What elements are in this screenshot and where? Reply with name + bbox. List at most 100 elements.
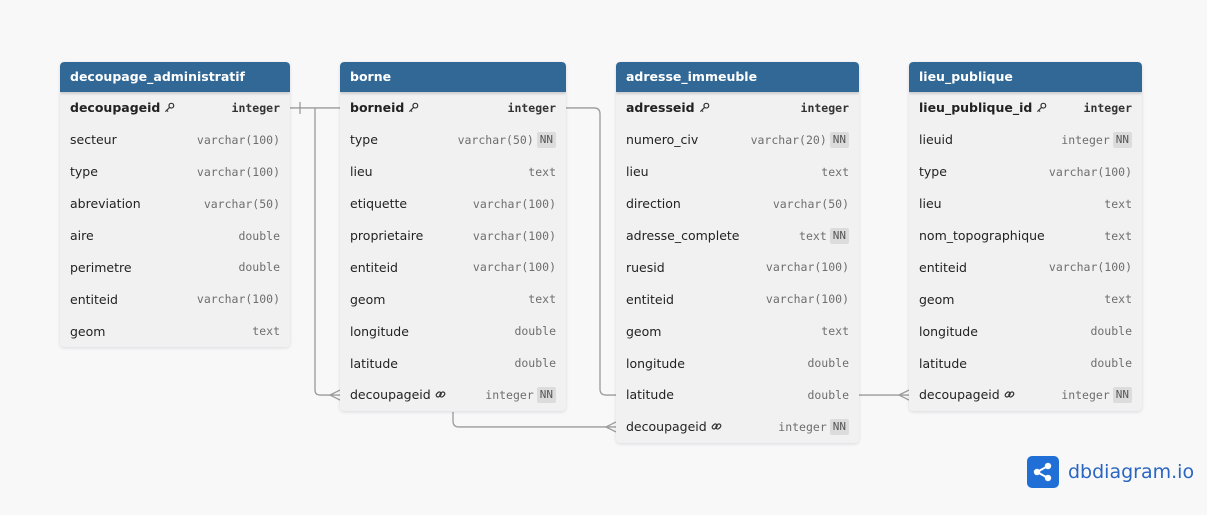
field-name: borneid bbox=[350, 100, 405, 116]
field-row-entiteid[interactable]: entiteid varchar(100) bbox=[60, 283, 290, 315]
field-row-type[interactable]: type varchar(100) bbox=[60, 156, 290, 188]
field-type: varchar(50) bbox=[457, 132, 534, 147]
field-type: varchar(100) bbox=[1048, 260, 1132, 275]
field-type: double bbox=[1090, 324, 1132, 339]
field-name: lieu bbox=[919, 196, 942, 212]
field-name: abreviation bbox=[70, 196, 141, 212]
field-type: text bbox=[252, 324, 280, 339]
field-type: double bbox=[807, 387, 849, 402]
field-type: varchar(100) bbox=[765, 292, 849, 307]
field-type: varchar(20) bbox=[750, 132, 827, 147]
field-name: entiteid bbox=[919, 259, 967, 275]
field-type: integer bbox=[778, 419, 827, 434]
field-type: text bbox=[528, 292, 556, 307]
brand-logo[interactable]: dbdiagram.io bbox=[1027, 456, 1194, 488]
field-name-cell: decoupageid bbox=[626, 419, 778, 434]
field-type: double bbox=[238, 260, 280, 275]
field-row-entiteid[interactable]: entiteid varchar(100) bbox=[909, 251, 1142, 283]
field-type: varchar(100) bbox=[196, 164, 280, 179]
field-name: lieuid bbox=[919, 132, 953, 148]
field-row-latitude[interactable]: latitude double bbox=[616, 379, 859, 411]
field-type: integer bbox=[800, 100, 849, 115]
field-type: varchar(100) bbox=[472, 228, 556, 243]
not-null-badge: NN bbox=[536, 386, 556, 403]
key-icon bbox=[1036, 102, 1047, 113]
field-type: varchar(100) bbox=[196, 292, 280, 307]
field-name-cell: entiteid bbox=[70, 292, 197, 307]
field-name-cell: etiquette bbox=[350, 196, 473, 211]
field-name-cell: geom bbox=[919, 292, 1104, 307]
field-name: lieu_publique_id bbox=[919, 100, 1033, 116]
many-marker bbox=[897, 389, 910, 401]
field-name-cell: lieu bbox=[919, 196, 1104, 211]
field-type: text bbox=[1104, 228, 1132, 243]
field-row-abreviation[interactable]: abreviation varchar(50) bbox=[60, 188, 290, 220]
field-name-cell: lieu bbox=[350, 164, 528, 179]
field-name: type bbox=[70, 164, 98, 180]
table-header[interactable]: adresse_immeuble bbox=[616, 62, 859, 92]
field-row-borneid[interactable]: borneid integer bbox=[340, 92, 566, 124]
table-header[interactable]: lieu_publique bbox=[909, 62, 1142, 92]
field-name-cell: decoupageid bbox=[350, 387, 485, 402]
field-name-cell: longitude bbox=[350, 324, 514, 339]
field-row-decoupageid[interactable]: decoupageid integer bbox=[60, 92, 290, 124]
field-name-cell: entiteid bbox=[919, 260, 1049, 275]
field-name: latitude bbox=[626, 387, 674, 403]
field-name-cell: lieu_publique_id bbox=[919, 100, 1084, 115]
key-icon bbox=[164, 102, 175, 113]
field-name: decoupageid bbox=[919, 387, 1000, 403]
field-row-latitude[interactable]: latitude double bbox=[909, 347, 1142, 379]
field-type: text bbox=[1104, 292, 1132, 307]
field-name: entiteid bbox=[70, 291, 118, 307]
field-name-cell: adresseid bbox=[626, 100, 801, 115]
table-decoupage-administratif[interactable]: decoupage_administratif decoupageid intege… bbox=[60, 62, 290, 348]
field-type: double bbox=[1090, 356, 1132, 371]
field-name: latitude bbox=[919, 355, 967, 371]
field-type: varchar(50) bbox=[203, 196, 280, 211]
field-name: decoupageid bbox=[70, 100, 161, 116]
field-type: double bbox=[514, 356, 556, 371]
table-header[interactable]: borne bbox=[340, 62, 566, 92]
field-type: integer bbox=[507, 100, 556, 115]
many-marker bbox=[604, 421, 617, 433]
field-type: integer bbox=[1061, 387, 1110, 402]
field-name: etiquette bbox=[350, 196, 408, 212]
field-type: integer bbox=[231, 100, 280, 115]
relationship-line bbox=[566, 107, 616, 396]
table-header[interactable]: decoupage_administratif bbox=[60, 62, 290, 92]
